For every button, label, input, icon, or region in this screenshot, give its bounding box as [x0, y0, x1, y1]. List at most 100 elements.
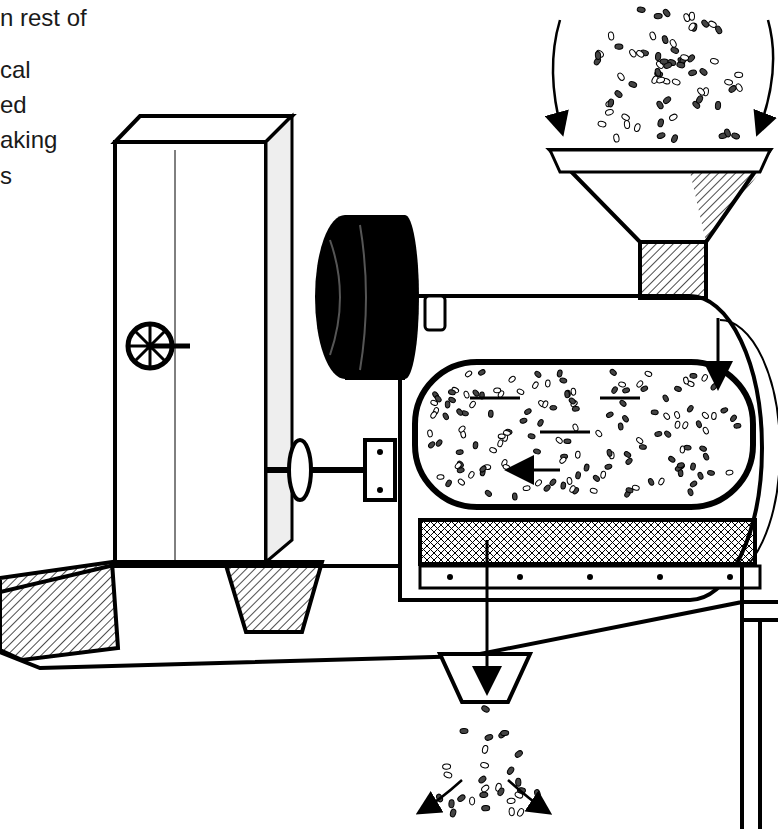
feed-arrow: [758, 20, 773, 132]
bean: [618, 381, 626, 387]
bean: [472, 389, 480, 397]
bean: [454, 461, 462, 469]
bean: [683, 13, 690, 22]
bean: [537, 419, 544, 427]
bean: [626, 487, 634, 493]
bean: [482, 805, 490, 811]
bean: [677, 462, 685, 468]
bean: [611, 386, 619, 394]
bean: [614, 90, 623, 99]
bean: [555, 436, 563, 444]
bean: [532, 381, 540, 389]
flow-arrows: [470, 398, 640, 470]
outlet-chute: [440, 654, 530, 702]
bearing-plate: [365, 440, 395, 500]
bean: [516, 388, 524, 395]
bean: [528, 433, 536, 439]
bean: [634, 123, 641, 132]
bean: [669, 113, 679, 121]
cropped-text: ed: [0, 91, 27, 119]
bean: [575, 451, 580, 458]
bean: [624, 120, 630, 128]
bean: [442, 412, 449, 420]
bean: [480, 792, 488, 798]
bar-holes: [447, 574, 733, 580]
bean: [584, 464, 590, 472]
bean: [606, 411, 614, 418]
hopper-rim: [550, 150, 770, 172]
bean: [494, 388, 501, 393]
bean: [516, 778, 521, 786]
bean: [674, 385, 682, 392]
spill-arrow: [508, 780, 548, 812]
bean: [445, 479, 453, 487]
bean: [619, 399, 627, 407]
bean: [622, 387, 630, 393]
bean: [557, 370, 563, 378]
bean: [695, 95, 703, 105]
cropped-text: n rest of: [0, 4, 87, 32]
bean: [595, 429, 603, 437]
bean: [464, 370, 472, 378]
bean: [669, 39, 677, 49]
bean: [676, 61, 685, 68]
bean: [622, 415, 630, 423]
bean: [609, 368, 617, 376]
bean: [672, 78, 681, 86]
bean: [734, 72, 742, 78]
motor-end: [315, 215, 375, 379]
bean: [509, 808, 515, 816]
bean: [711, 412, 716, 419]
bean: [618, 423, 624, 431]
screen: [420, 520, 755, 564]
bean: [595, 51, 601, 59]
bean: [502, 464, 510, 471]
bean: [569, 485, 576, 493]
spill-arrow: [420, 780, 462, 812]
bean: [489, 447, 497, 454]
bean: [549, 478, 557, 486]
motor-end: [391, 215, 419, 379]
bean: [434, 395, 442, 403]
bean: [559, 456, 567, 464]
bean: [482, 745, 489, 754]
bean: [702, 426, 709, 434]
bean: [543, 484, 551, 492]
bean: [690, 463, 696, 471]
bean: [512, 493, 517, 500]
bean: [695, 420, 702, 428]
bean: [523, 485, 531, 491]
bean: [664, 430, 672, 438]
hopper: [550, 150, 770, 242]
bean: [572, 406, 580, 412]
motor-highlight: [330, 225, 366, 370]
gearbox-front: [115, 142, 266, 562]
bean: [639, 444, 647, 449]
bean: [514, 750, 524, 759]
bean: [682, 421, 689, 429]
bean: [637, 6, 646, 13]
middle-tray: [225, 562, 322, 632]
bean: [628, 80, 637, 88]
bean: [519, 417, 527, 423]
bean: [656, 76, 665, 83]
bean: [479, 465, 487, 473]
bean: [506, 766, 515, 776]
bean: [688, 22, 697, 32]
bean: [481, 705, 491, 714]
bean: [670, 134, 678, 143]
bean: [542, 400, 549, 408]
cropped-text: aking: [0, 126, 57, 154]
bean: [724, 128, 732, 137]
bean: [508, 375, 516, 383]
bean: [702, 453, 709, 461]
bean: [443, 771, 452, 779]
bean: [707, 470, 715, 476]
bean: [687, 488, 694, 496]
bean: [550, 406, 557, 411]
bean: [560, 482, 566, 490]
pulley: [289, 440, 311, 500]
gearbox-shade: [175, 150, 176, 560]
bean: [657, 118, 664, 127]
